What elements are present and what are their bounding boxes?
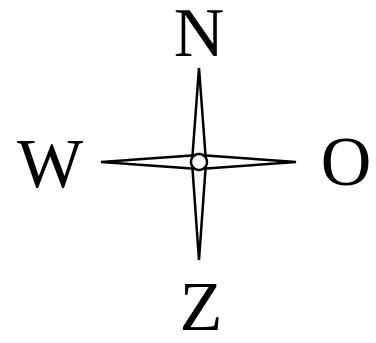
north-point — [190, 67, 208, 164]
south-label: Z — [180, 269, 223, 343]
compass-star — [100, 67, 297, 261]
east-label: O — [321, 124, 372, 201]
west-label: W — [17, 126, 83, 203]
center-circle — [189, 152, 209, 172]
north-label: N — [174, 0, 225, 72]
east-point — [197, 153, 297, 171]
west-point — [100, 153, 201, 171]
south-point — [190, 160, 208, 261]
